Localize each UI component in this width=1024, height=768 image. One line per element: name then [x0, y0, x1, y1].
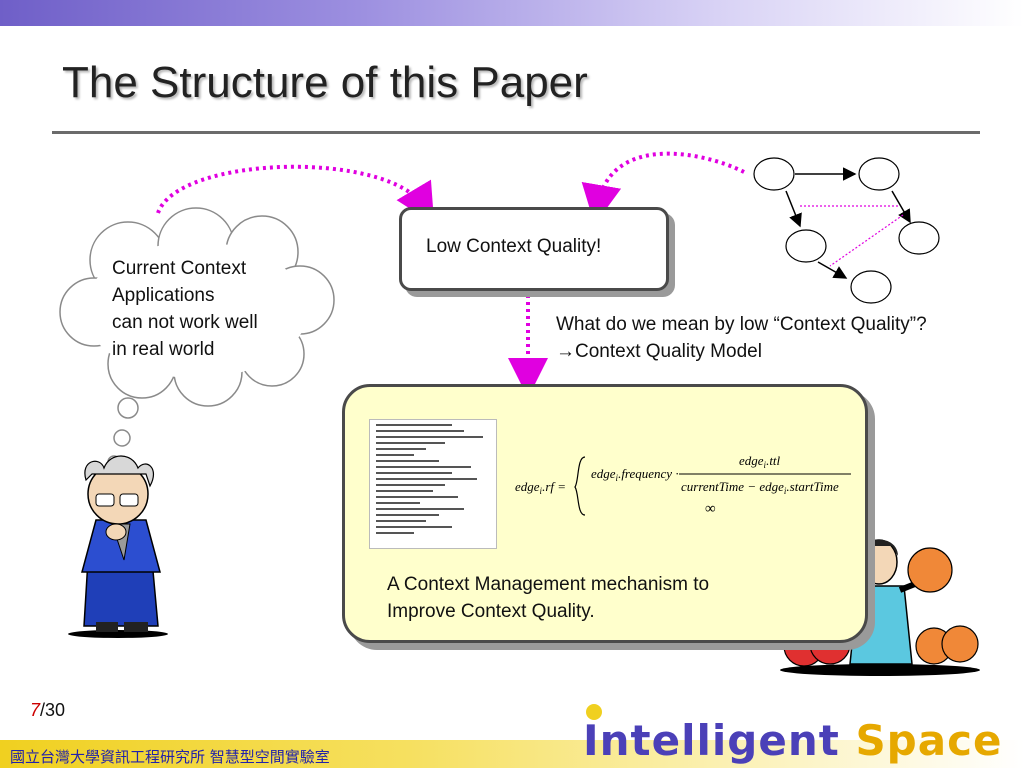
thought-cloud [59, 207, 335, 469]
cloud-line: Applications [112, 285, 215, 306]
page-total: /30 [40, 700, 66, 720]
formula-numer-sub: i [764, 460, 767, 470]
cloud-line: in real world [112, 339, 215, 360]
footer-band [0, 740, 1024, 768]
quality-question: What do we mean by low “Context Quality”… [556, 311, 927, 365]
formula-numer: edge [739, 453, 764, 468]
top-gradient-band [0, 0, 1024, 26]
low-quality-box: Low Context Quality! [399, 207, 669, 291]
rf-formula: edgei.rf = edgei.frequency · edgei.ttl c… [515, 453, 851, 517]
formula-denom-tail: .startTime [786, 479, 839, 494]
formula-numer-tail: .ttl [766, 453, 780, 468]
arrow-cloud-to-box [156, 164, 435, 225]
svg-text:edgei.rf =: edgei.rf = [515, 479, 566, 496]
caption-line: Improve Context Quality. [387, 601, 595, 622]
formula-line1-tail: .frequency · [618, 466, 679, 481]
brand-intelligent: Intelligent [583, 716, 856, 765]
formula-denom-sub: i [784, 486, 787, 496]
arrow-graph-to-box [581, 151, 745, 225]
page-number: 7/30 [30, 700, 65, 721]
formula-line1: edge [591, 466, 616, 481]
footer-lab-name: 國立台灣大學資訊工程研究所 智慧型空間實驗室 [10, 748, 330, 766]
brand-space: Space [855, 716, 1003, 765]
slide-title: The Structure of this Paper [62, 58, 588, 107]
formula-lhs-sub: i [540, 486, 543, 496]
algorithm-figure [369, 419, 497, 549]
formula-lhs: edge [515, 479, 540, 494]
thinking-man-illustration [68, 455, 168, 638]
caption-line: A Context Management mechanism to [387, 574, 710, 595]
svg-text:edgei.ttl: edgei.ttl [739, 453, 781, 470]
cloud-line: can not work well [112, 312, 258, 333]
svg-text:edgei.frequency ·: edgei.frequency · [591, 466, 679, 483]
cloud-caption: Current Context Applications can not wor… [112, 255, 258, 363]
context-graph [753, 157, 940, 304]
answer-line: →Context Quality Model [556, 341, 762, 362]
title-divider [52, 131, 980, 134]
formula-denom: currentTime − edge [681, 479, 784, 494]
mechanism-box: edgei.rf = edgei.frequency · edgei.ttl c… [342, 384, 868, 643]
formula-lhs-tail: .rf [542, 479, 556, 494]
svg-text:currentTime − edgei.startTime: currentTime − edgei.startTime [681, 479, 839, 496]
page-current: 7 [30, 700, 41, 720]
low-quality-label: Low Context Quality! [426, 236, 602, 257]
formula-infinity: ∞ [705, 501, 716, 517]
question-line: What do we mean by low “Context Quality”… [556, 314, 927, 335]
cloud-line: Current Context [112, 258, 247, 279]
formula-line1-sub: i [616, 473, 619, 483]
mechanism-caption: A Context Management mechanism to Improv… [387, 571, 709, 625]
brand-logo: Intelligent Space [583, 716, 1002, 765]
